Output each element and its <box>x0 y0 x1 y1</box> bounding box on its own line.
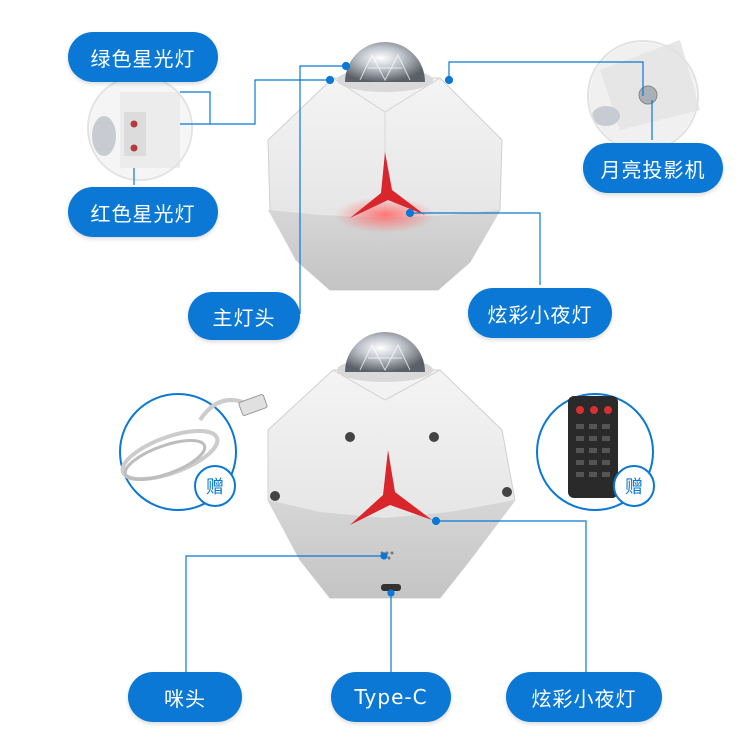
gift-badge-remote: 赠 <box>613 465 655 507</box>
cable-inset <box>119 393 268 511</box>
label-night-light-bottom: 炫彩小夜灯 <box>506 672 662 722</box>
label-mic: 咪头 <box>128 672 242 722</box>
label-night-light-top: 炫彩小夜灯 <box>468 288 612 338</box>
top-crystal-dome <box>345 42 425 82</box>
bottom-crystal-dome <box>345 332 425 372</box>
moon-projector-inset <box>586 39 700 153</box>
top-glow <box>335 197 435 233</box>
bottom-connectors <box>185 516 587 676</box>
typec-port <box>381 584 401 591</box>
label-main-head: 主灯头 <box>188 292 300 340</box>
label-red-star-light: 红色星光灯 <box>68 187 218 237</box>
label-typec: Type-C <box>331 672 451 722</box>
gift-badge-cable: 赠 <box>194 465 236 507</box>
bottom-logo <box>350 450 432 525</box>
top-logo <box>350 152 425 218</box>
label-green-star-light: 绿色星光灯 <box>68 32 218 82</box>
top-product <box>267 42 503 291</box>
bottom-product <box>267 332 516 599</box>
top-connectors <box>133 61 653 314</box>
star-light-inset <box>86 74 194 182</box>
label-moon-projector: 月亮投影机 <box>583 143 723 193</box>
